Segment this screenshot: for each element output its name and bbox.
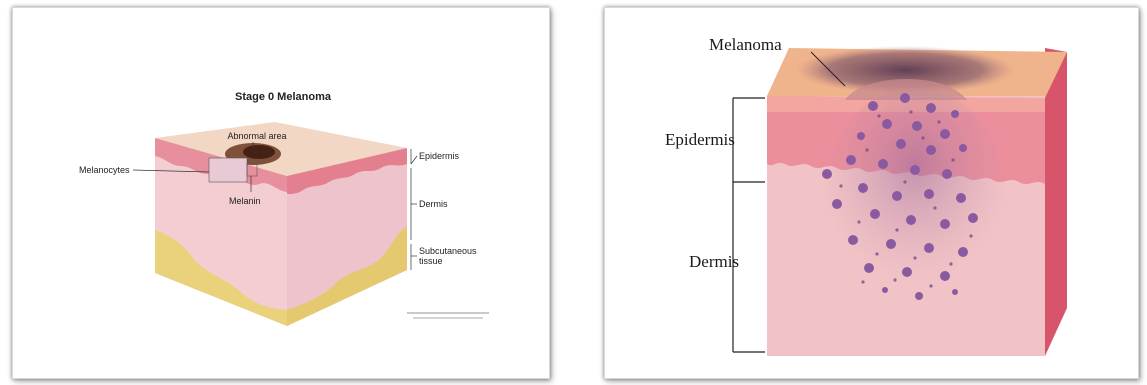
dermis-label-right: Dermis: [689, 252, 739, 271]
copyright-line-2: [413, 317, 483, 319]
left-diagram-card: Stage 0 Melanoma Abnormal are: [12, 7, 550, 379]
block-right-side: [1045, 48, 1067, 356]
melanin-label: Melanin: [229, 196, 261, 206]
melanocytes-box: [209, 158, 247, 182]
copyright-line-1: [407, 312, 489, 314]
melanoma-cross-section-illustration: Melanoma Epidermis Dermis: [605, 8, 1138, 378]
abnormal-area-label: Abnormal area: [227, 131, 286, 141]
stage0-melanoma-illustration: Stage 0 Melanoma Abnormal are: [13, 8, 549, 378]
epidermis-label-left: Epidermis: [419, 151, 460, 161]
epidermis-label-right: Epidermis: [665, 130, 735, 149]
dermis-label-left: Dermis: [419, 199, 448, 209]
subcutaneous-label-line1: Subcutaneous: [419, 246, 477, 256]
subcutaneous-label-line2: tissue: [419, 256, 443, 266]
melanoma-invasion-zone: [823, 88, 1007, 308]
melanoma-label: Melanoma: [709, 35, 782, 54]
epidermis-bracket-tick: [411, 156, 417, 164]
lesion-core: [243, 145, 275, 159]
melanocytes-label: Melanocytes: [79, 165, 130, 175]
right-diagram-card: Melanoma Epidermis Dermis: [604, 7, 1139, 379]
stage0-title: Stage 0 Melanoma: [235, 91, 332, 103]
